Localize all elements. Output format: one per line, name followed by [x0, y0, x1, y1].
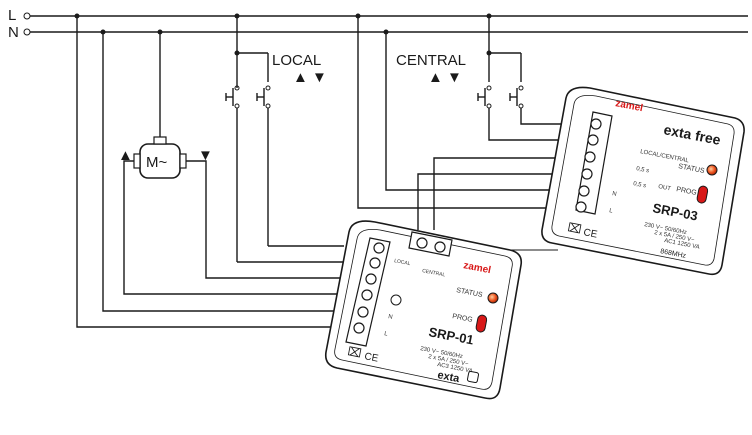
- srp03-pin-N: N: [612, 191, 617, 198]
- srp01-reset-button[interactable]: [466, 370, 480, 384]
- srp03-pin-L: L: [609, 208, 614, 215]
- srp01-weee-icon: ⌧: [346, 344, 362, 360]
- terminal-L: [23, 12, 31, 20]
- srp03-out-label: OUT: [658, 184, 672, 192]
- srp03-ce: CE: [582, 227, 598, 241]
- srp03-weee-icon: ⌧: [566, 220, 582, 236]
- srp01-prog-label: PROG: [452, 313, 474, 324]
- supply-lines: L N: [8, 7, 748, 41]
- motor: M~ ▲ ▼: [118, 136, 344, 295]
- srp01-central-label: CENTRAL: [422, 268, 446, 278]
- motor-dir-right: ▼: [198, 147, 213, 164]
- srp03-prog-label: PROG: [676, 186, 698, 197]
- central-title: CENTRAL: [396, 52, 466, 69]
- srp01-terminals: [353, 242, 385, 334]
- local-arrows: ▲ ▼: [293, 69, 327, 86]
- label-L: L: [8, 7, 16, 24]
- srp01-module: LOCAL CENTRAL N L zamel STATUS PROG SRP-…: [324, 220, 523, 400]
- srp03-brand: zamel: [614, 98, 644, 114]
- local-switches: LOCAL ▲ ▼: [225, 52, 327, 262]
- srp01-ce: CE: [363, 351, 379, 365]
- srp03-prog-button[interactable]: [696, 185, 709, 204]
- srp01-prog-button[interactable]: [475, 314, 488, 333]
- srp01-pin-N: N: [388, 314, 393, 321]
- central-arrows: ▲ ▼: [428, 69, 462, 86]
- srp01-logo: exta: [436, 369, 461, 385]
- srp01-brand: zamel: [462, 260, 492, 276]
- srp03-status-led: [706, 164, 718, 176]
- feed-wires: [76, 16, 580, 328]
- terminal-N: [23, 28, 31, 36]
- srp01-local-label: LOCAL: [394, 258, 411, 267]
- srp03-module: zamel exta free LOCAL/CENTRAL 0,5 s 0,5 …: [541, 86, 745, 276]
- local-title: LOCAL: [272, 52, 321, 69]
- srp01-pin-L: L: [384, 331, 389, 338]
- label-N: N: [8, 24, 19, 41]
- srp03-pulse1: 0,5 s: [636, 166, 650, 174]
- srp03-freq: 868MHz: [660, 248, 687, 260]
- srp03-pulse2: 0,5 s: [633, 181, 647, 189]
- central-switches: CENTRAL ▲ ▼: [396, 52, 580, 141]
- motor-dir-left: ▲: [118, 147, 133, 164]
- srp01-status-led: [487, 292, 499, 304]
- srp03-terminals: [575, 118, 602, 213]
- motor-symbol: M~: [146, 154, 167, 171]
